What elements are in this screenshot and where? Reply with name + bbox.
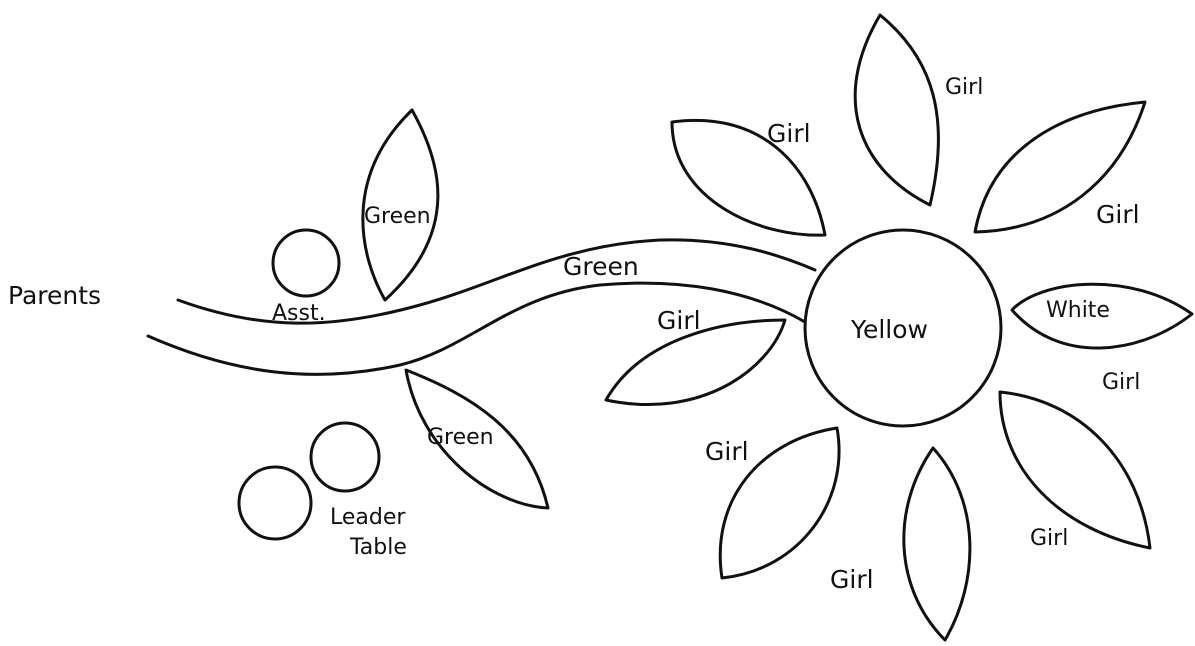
stem [148,240,815,375]
leader-table-circle-left [239,467,311,539]
white-petal-label: White [1046,298,1110,323]
girl-label-top: Girl [945,75,983,100]
girl-label-lower-right: Girl [1030,526,1068,551]
parents-label: Parents [8,281,101,310]
leaf-lower-label: Green [427,425,494,450]
asst-table-circle [273,230,339,296]
girl-label-left: Girl [657,306,701,335]
center-label: Yellow [850,315,928,344]
leader-table-circle-right [311,423,379,491]
girl-label-lower-left: Girl [705,437,749,466]
table-label: Table [349,535,407,560]
leader-label: Leader [330,505,406,530]
girl-label-bottom: Girl [830,565,874,594]
stem-label: Green [563,252,639,281]
girl-label-right: Girl [1102,370,1140,395]
petal-bottom [904,448,970,640]
asst-label: Asst. [272,301,326,326]
leaf-upper-label: Green [364,204,431,229]
girl-label-upper-left: Girl [767,119,811,148]
petal-lower-right [1000,392,1150,548]
girl-label-upper-right: Girl [1096,200,1140,229]
petal-top [855,15,938,205]
